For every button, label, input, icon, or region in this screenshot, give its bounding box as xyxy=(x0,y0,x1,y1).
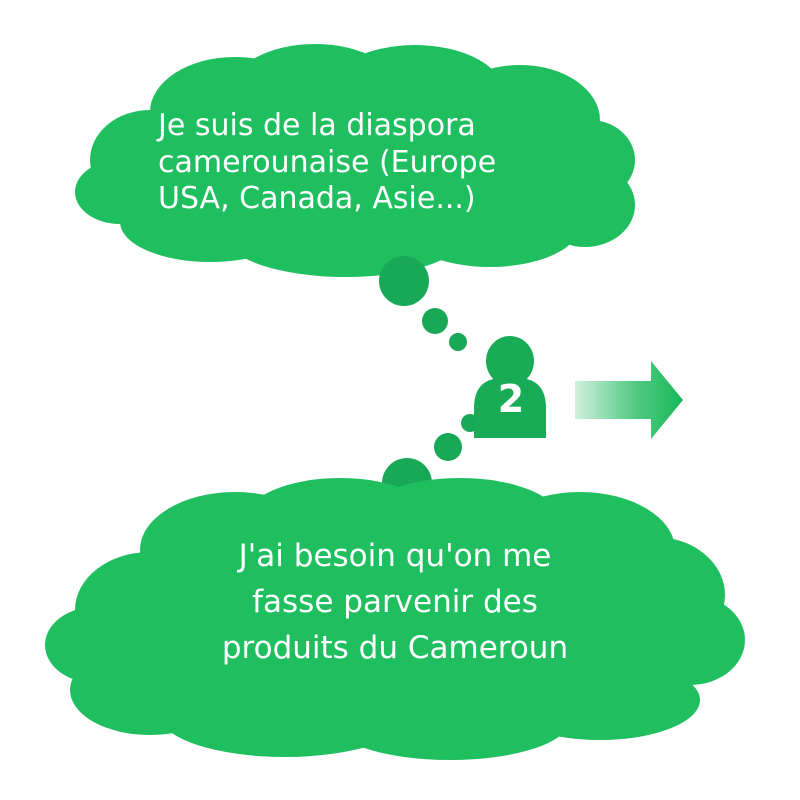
bottom-bubble-text: J'ai besoin qu'on me fasse parvenir des … xyxy=(160,534,630,672)
person-icon xyxy=(474,336,546,438)
thought-dots-top xyxy=(379,256,467,351)
bottom-bubble-line: J'ai besoin qu'on me xyxy=(238,538,552,574)
person-number-label: 2 xyxy=(497,377,525,421)
arrow-right-icon xyxy=(575,361,683,439)
top-bubble-text: Je suis de la diaspora camerounaise (Eur… xyxy=(158,108,496,218)
top-bubble-line: camerounaise (Europe xyxy=(158,144,497,180)
bottom-bubble-line: produits du Cameroun xyxy=(221,629,569,666)
thought-dot xyxy=(422,308,448,334)
thought-dot xyxy=(434,433,462,461)
bottom-thought-cloud xyxy=(45,478,745,760)
thought-dot xyxy=(379,256,429,306)
top-bubble-line: USA, Canada, Asie...) xyxy=(158,181,476,217)
thought-dot xyxy=(449,333,467,351)
bottom-bubble-line: fasse parvenir des xyxy=(252,583,538,620)
top-thought-cloud xyxy=(75,44,635,277)
top-bubble-line: Je suis de la diaspora xyxy=(158,108,476,143)
